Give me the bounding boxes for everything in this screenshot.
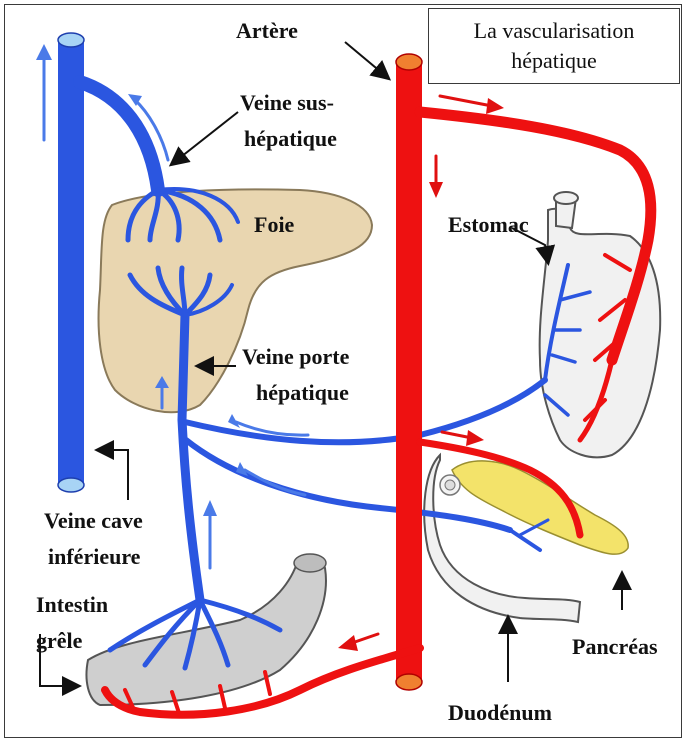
stomach (540, 192, 661, 457)
label-intestin-line1: Intestin (36, 594, 108, 616)
label-veine-sus-line2: hépatique (244, 128, 337, 150)
label-veine-cave-line1: Veine cave (44, 510, 143, 532)
diagram-title-box: La vascularisation hépatique (428, 8, 680, 84)
label-veine-porte-line2: hépatique (256, 382, 349, 404)
label-veine-sus-line1: Veine sus- (240, 92, 334, 114)
label-pancreas: Pancréas (572, 636, 658, 658)
small-intestine (87, 554, 327, 705)
aorta (396, 54, 422, 690)
inferior-vena-cava (58, 33, 84, 492)
label-intestin-line2: grêle (36, 630, 82, 652)
label-veine-porte-line1: Veine porte (242, 346, 349, 368)
label-veine-cave-line2: inférieure (48, 546, 140, 568)
title-line-1: La vascularisation (429, 16, 679, 46)
label-estomac: Estomac (448, 214, 529, 236)
title-line-2: hépatique (429, 46, 679, 76)
label-foie: Foie (254, 214, 294, 236)
label-artere: Artère (236, 20, 298, 42)
liver (99, 189, 372, 412)
label-duodenum: Duodénum (448, 702, 552, 724)
